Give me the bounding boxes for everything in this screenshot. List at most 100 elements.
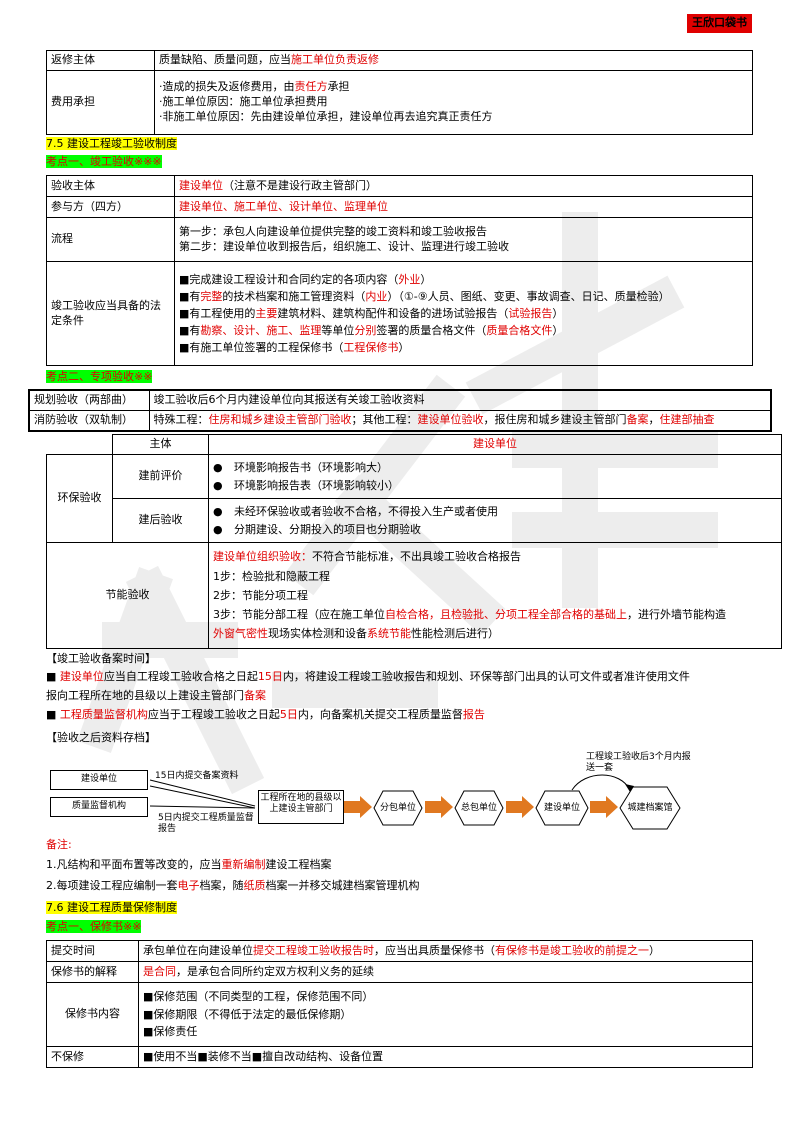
text-run: ■有工程使用的 [179,306,256,320]
text-run: 纸质 [243,879,266,892]
text-run: ■有 [179,289,201,303]
text-run: 电子 [177,879,200,892]
special-body-0: 竣工验收后6个月内建设单位向其报送有关竣工验收资料 [148,389,772,411]
hex-build-unit: 建设单位 [535,790,589,826]
text-run: 内，将建设工程竣工验收报告和规划、环保等部门出具的认可文件或者准许使用文件 [282,670,690,683]
text-line: 3步：节能分部工程（应在施工单位自检合格，且检验批、分项工程全部合格的基础上，进… [213,605,777,624]
text-run: 建设单位验收 [417,412,484,426]
warranty-table: 返修主体 质量缺陷、质量问题，应当施工单位负责返修 费用承担 ·造成的损失及返修… [46,50,753,135]
text-run: ） [552,306,564,320]
text-run: ■保修责任 [143,1025,198,1039]
section-7-5-title: 7.5 建设工程竣工验收制度 [46,137,177,150]
text-run: 责任方 [294,80,328,94]
notes-title: 备注: [46,838,72,851]
env-energy-table: 主体 建设单位 环保验收 建前评价 ● 环境影响报告书（环境影响大） ● 环境影… [46,434,782,649]
text-run: 住建部抽查 [659,412,715,426]
text-run: 特殊工程： [153,412,209,426]
text-run: 内业 [365,289,388,303]
section-7-6-title: 7.6 建设工程质量保修制度 [46,901,177,914]
text-line: 建设单位、施工单位、设计单位、监理单位 [179,200,748,215]
filing-body: ■ 建设单位应当自工程竣工验收合格之日起15日内，将建设工程竣工验收报告和规划、… [46,670,753,727]
env-col-head: 主体 [112,434,209,455]
text-line: 报向工程所在地的县级以上建设主管部门备案 [46,689,753,708]
list-item: ● 环境影响报告书（环境影响大） [213,460,388,474]
text-line: 2步：节能分项工程 [213,586,777,605]
text-run: 有保修书是竣工验收的前提之一 [495,943,649,957]
text-run: 工程保修书 [343,341,399,355]
text-run: 不符合节能标准，不出具竣工验收合格报告 [312,550,521,564]
text-run: 报告 [462,708,485,721]
box-supervision: 质量监督机构 [50,797,148,817]
text-line: ■保修范围（不同类型的工程，保修范围不同） [143,988,748,1006]
text-run: 5日 [279,708,298,721]
text-run: ，进行外墙节能构造 [627,608,726,622]
text-line: ·造成的损失及返修费用，由责任方承担 [159,80,748,95]
text-line: 特殊工程：住房和城乡建设主管部门验收；其他工程：建设单位验收，报住房和城乡建设主… [154,413,767,428]
text-line: 1步：检验批和隐蔽工程 [213,567,777,586]
text-run: 外窗气密性 [213,627,268,641]
point-1-warranty-heading: 考点一、保修书※※ [46,920,142,933]
acceptance-body-0: 建设单位（注意不是建设行政主管部门） [174,175,753,197]
text-run: 档案，随 [199,879,244,892]
text-run: 分别 [354,324,377,338]
text-line: 外窗气密性现场实体检测和设备系统节能性能检测后进行） [213,624,777,643]
text-line: 建设单位（注意不是建设行政主管部门） [179,179,748,194]
text-run: 1步：检验批和隐蔽工程 [213,569,330,583]
acceptance-body-2: 第一步：承包人向建设单位提供完整的竣工资料和竣工验收报告第二步：建设单位收到报告… [174,217,753,262]
box-gov-dept: 工程所在地的县级以上建设主管部门 [258,790,344,824]
text-run: 应当于工程竣工验收之日起 [147,708,280,721]
text-run: 1.凡结构和平面布置等改变的，应当 [46,858,222,871]
text-run: 建设单位 [59,670,104,683]
text-run: 等单位 [321,324,355,338]
text-run: 建设工程档案 [265,858,332,871]
text-run: 备案 [244,689,266,702]
text-run: 承包单位在向建设单位 [143,943,253,957]
text-run: 第一步：承包人向建设单位提供完整的竣工资料和竣工验收报告 [179,224,487,238]
text-run: 系统节能 [367,627,411,641]
text-run: 的技术档案和施工管理资料（ [222,289,366,303]
text-line: ·非施工单位原因：先由建设单位承担，建设单位再去追究真正责任方 [159,110,748,125]
label-3-months: 工程竣工验收后3个月内报送一套 [586,752,691,773]
text-run: 承担 [327,80,350,94]
acceptance-table: 验收主体 建设单位（注意不是建设行政主管部门） 参与方（四方） 建设单位、施工单… [46,175,753,366]
archive-flow-arrows [149,774,634,818]
text-run: 建设单位、施工单位、设计单位、监理单位 [179,199,388,213]
guarantee-head-2: 保修书内容 [46,982,139,1047]
text-run: 质量合格文件 [486,324,553,338]
brand-badge: 王欣口袋书 [687,14,752,33]
box-build-unit: 建设单位 [50,770,148,790]
guarantee-body-3: ■使用不当■装修不当■擅自改动结构、设备位置 [138,1046,753,1068]
text-run: 2步：节能分项工程 [213,588,308,602]
energy-body: 建设单位组织验收：不符合节能标准，不出具竣工验收合格报告 1步：检验批和隐蔽工程 2… [208,542,782,649]
text-run: 内，向备案机关提交工程质量监督 [297,708,463,721]
text-run: 建筑材料、建筑构配件和设备的进场试验报告（ [277,306,509,320]
warranty-head-1: 费用承担 [46,70,155,135]
text-run: 第二步：建设单位收到报告后，组织施工、设计、监理进行竣工验收 [179,239,509,253]
text-run: ， [648,412,660,426]
guarantee-head-1: 保修书的解释 [46,961,139,983]
text-run: 施工单位负责返修 [291,53,379,67]
acceptance-body-3: ■完成建设工程设计和合同约定的各项内容（外业）■有完整的技术档案和施工管理资料（… [174,261,753,366]
text-run: ■ [46,708,60,721]
text-line: ■完成建设工程设计和合同约定的各项内容（外业） [179,271,748,288]
text-run: 现场实体检测和设备 [268,627,367,641]
text-run: 竣工验收后6个月内建设单位向其报送有关竣工验收资料 [153,392,425,406]
special-table: 规划验收（两部曲） 竣工验收后6个月内建设单位向其报送有关竣工验收资料 消防验收… [28,389,772,432]
text-line: 竣工验收后6个月内建设单位向其报送有关竣工验收资料 [154,393,767,408]
text-line: ■ 工程质量监督机构应当于工程竣工验收之日起5日内，向备案机关提交工程质量监督报… [46,708,753,727]
text-run: ■保修范围（不同类型的工程，保修范围不同） [143,990,374,1004]
text-line: ■保修期限（不得低于法定的最低保修期） [143,1006,748,1024]
text-line: 建设单位组织验收：不符合节能标准，不出具竣工验收合格报告 [213,547,777,566]
guarantee-table: 提交时间 承包单位在向建设单位提交工程竣工验收报告时，应当出具质量保修书（有保修… [46,940,753,1068]
list-item: ● 环境影响报告表（环境影响较小） [213,478,399,492]
text-run: 应当自工程竣工验收合格之日起 [103,670,258,683]
text-run: 住房和城乡建设主管部门验收 [208,412,352,426]
text-line: ■有施工单位签署的工程保修书（工程保修书） [179,339,748,356]
text-run: ■使用不当■装修不当■擅自改动结构、设备位置 [143,1049,384,1063]
env-post-items: ● 未经环保验收或者验收不合格，不得投入生产或者使用 ● 分期建设、分期投入的项… [208,498,782,543]
text-run: 质量缺陷、质量问题，应当 [159,53,291,67]
text-run: ，报住房和城乡建设主管部门 [483,412,627,426]
text-run: ） [420,272,432,286]
guarantee-head-3: 不保修 [46,1046,139,1068]
text-run: 15日 [257,670,283,683]
